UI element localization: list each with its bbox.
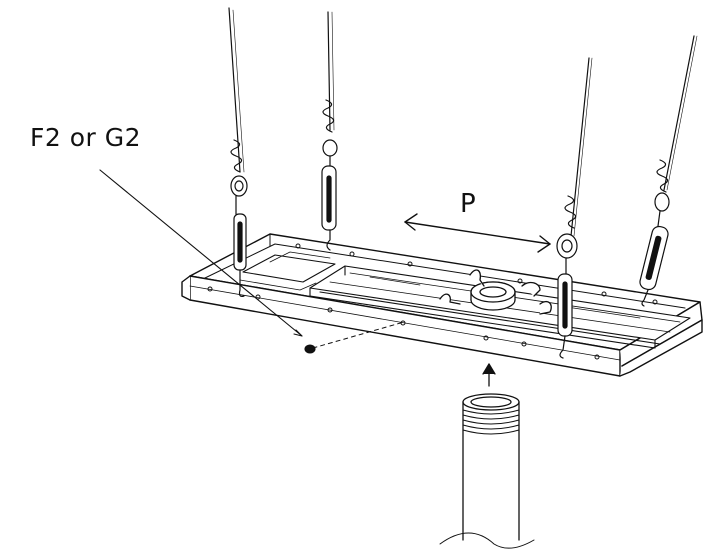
left-plate <box>239 251 336 291</box>
adjust-arrow <box>404 213 551 253</box>
adjustment-label: P <box>460 189 476 219</box>
extension-pipe <box>439 363 535 549</box>
fastener-label: F2 or G2 <box>30 123 142 152</box>
cable-center-right <box>556 57 593 359</box>
cable-center-left <box>321 11 338 251</box>
cable-left <box>228 7 248 297</box>
center-hub <box>439 269 552 315</box>
cable-right <box>639 35 698 307</box>
fastener-callout <box>99 169 405 354</box>
